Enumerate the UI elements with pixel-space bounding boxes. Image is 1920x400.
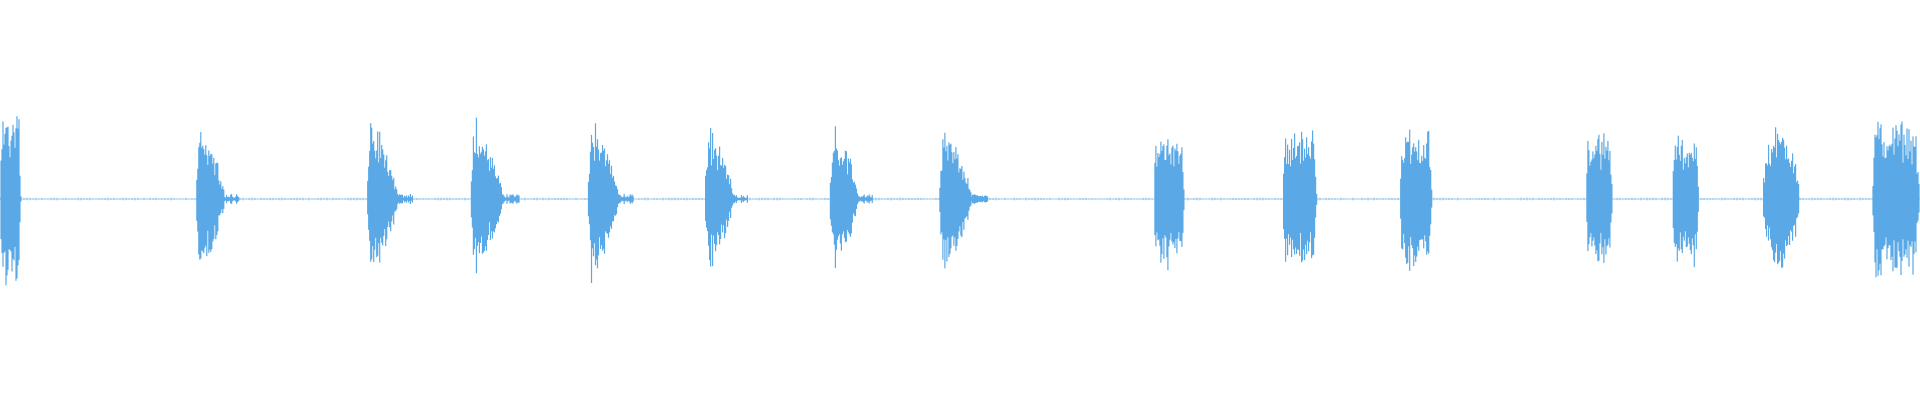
waveform-burst-2 — [196, 132, 240, 260]
waveform-burst-10 — [1283, 130, 1318, 263]
waveform-burst-9 — [1154, 139, 1185, 271]
waveform-burst-15 — [1872, 121, 1920, 278]
waveform-burst-8 — [939, 132, 989, 269]
waveform-burst-13 — [1672, 135, 1699, 268]
waveform-burst-6 — [705, 128, 748, 267]
waveform-burst-1 — [0, 116, 22, 286]
waveform-burst-7 — [829, 126, 873, 269]
waveform-burst-4 — [470, 117, 520, 274]
waveform-burst-5 — [587, 123, 634, 283]
waveform-burst-11 — [1400, 129, 1433, 271]
waveform-burst-12 — [1586, 133, 1613, 263]
waveform-burst-14 — [1763, 127, 1800, 268]
waveform-bursts — [0, 116, 1920, 286]
waveform-burst-3 — [367, 123, 413, 263]
